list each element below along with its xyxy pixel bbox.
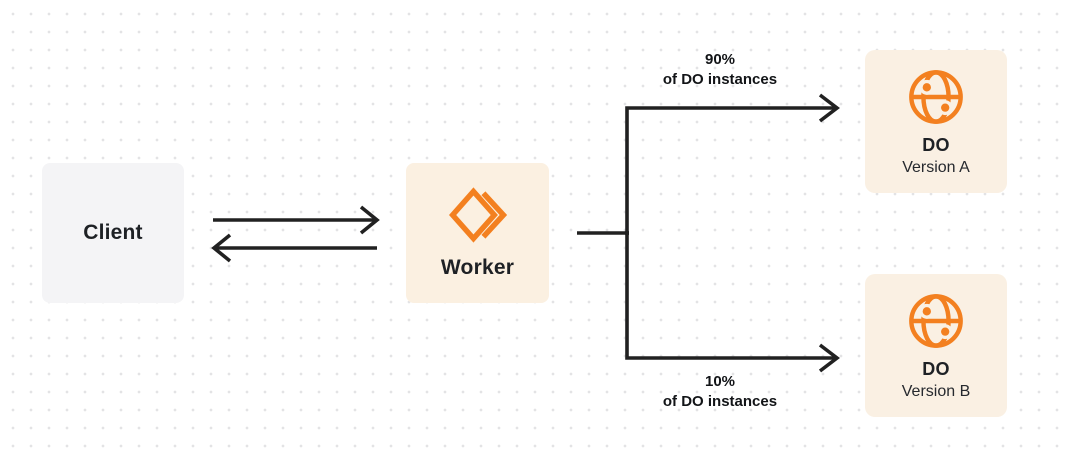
bottom-branch-percent: 10% [704, 373, 736, 390]
client-node: Client [42, 163, 184, 303]
connector-branch-bottom [625, 231, 835, 360]
arrowhead-do-a-icon [818, 93, 840, 123]
workers-double-chevron-icon [448, 186, 507, 244]
top-branch-percent: 90% [704, 51, 736, 68]
bottom-branch-label: 10% of DO instances [610, 372, 830, 412]
do-version-a-node: DO Version A [865, 50, 1007, 193]
worker-node: Worker [406, 163, 549, 303]
arrowhead-right-icon [359, 205, 380, 235]
connector-branch-top [625, 106, 835, 235]
do-b-subtitle: Version B [901, 382, 971, 400]
bottom-branch-caption: of DO instances [662, 393, 778, 410]
globe-icon [907, 291, 965, 351]
top-branch-label: 90% of DO instances [610, 50, 830, 90]
client-label: Client [83, 221, 143, 244]
globe-icon [907, 67, 965, 127]
do-a-title: DO [922, 134, 950, 155]
arrowhead-left-icon [211, 233, 232, 263]
worker-label: Worker [440, 256, 515, 279]
top-branch-caption: of DO instances [662, 71, 778, 88]
arrowhead-do-b-icon [818, 343, 840, 373]
do-b-title: DO [922, 358, 950, 379]
do-version-b-node: DO Version B [865, 274, 1007, 417]
do-a-subtitle: Version A [902, 158, 970, 176]
